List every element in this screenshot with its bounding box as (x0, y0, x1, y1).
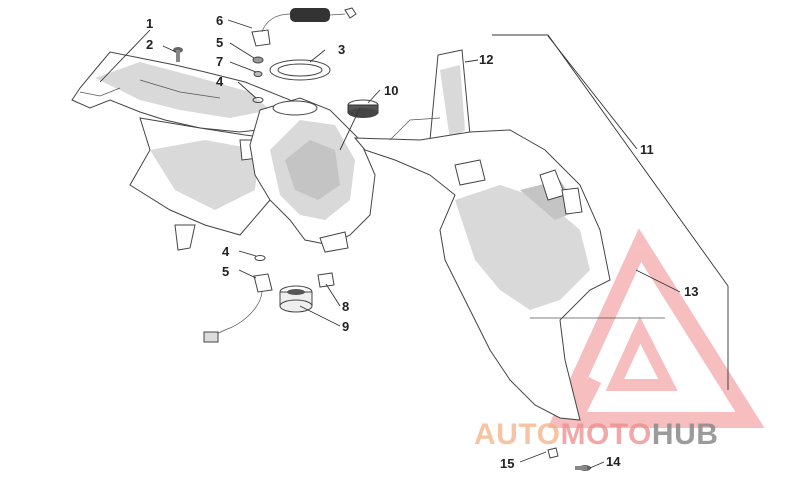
lower-grommet-cable (203, 255, 273, 343)
watermark-part-auto: AUTO (474, 418, 561, 451)
watermark-part-hub: HUB (651, 418, 719, 451)
callout-9: 9 (342, 319, 349, 334)
callout-6: 6 (216, 13, 223, 28)
bolt (173, 47, 183, 62)
callout-13: 13 (684, 284, 698, 299)
gasket (347, 99, 379, 118)
callout-12: 12 (479, 52, 493, 67)
callout-4b: 4 (222, 244, 230, 259)
callout-5a: 5 (216, 35, 223, 50)
central-tank-cover (249, 97, 376, 253)
callout-2: 2 (146, 37, 153, 52)
filler-ring (269, 59, 331, 81)
cap-with-cable (251, 7, 357, 47)
callout-11: 11 (640, 142, 654, 157)
watermark-part-moto: MOTO (560, 418, 652, 451)
callout-1: 1 (146, 16, 153, 31)
callout-15: 15 (500, 456, 514, 471)
callout-7: 7 (216, 54, 223, 69)
leader-lines (99, 19, 681, 469)
lower-hardware (547, 447, 591, 471)
switch (279, 285, 313, 313)
watermark-text: AUTOMOTOHUB (474, 418, 718, 452)
part11-bracket (492, 34, 729, 390)
clip (317, 272, 335, 288)
callout-labels: 1 2 3 4 4 5 5 6 7 8 9 10 11 12 13 14 15 (146, 13, 698, 471)
callout-3: 3 (338, 42, 345, 57)
callout-5b: 5 (222, 264, 229, 279)
callout-8: 8 (342, 299, 349, 314)
callout-4a: 4 (216, 74, 224, 89)
callout-14: 14 (606, 454, 621, 469)
side-fairing (353, 117, 665, 421)
callout-10: 10 (384, 83, 398, 98)
fin-panel (429, 49, 471, 151)
upper-fasteners (252, 56, 264, 103)
